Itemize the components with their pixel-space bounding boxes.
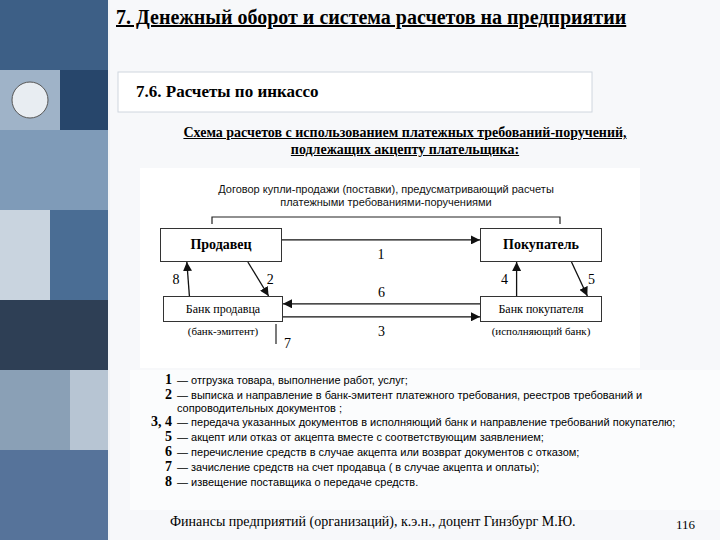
box-frame: Покупатель [480,228,602,262]
box-subtitle-row: (банк-эмитент) [163,324,283,338]
step-description: — акцепт или отказ от акцепта вместе с с… [177,431,710,444]
label-holder: 7.6. Расчеты по инкассо [136,82,319,102]
collage-photo [0,70,60,130]
flow-arrow [248,262,269,296]
box-subtitle-row: (исполняющий банк) [480,324,602,338]
content-panel [110,0,720,540]
callout-number: 5 [588,272,595,287]
label-holder: Схема расчетов с использованием платежны… [145,124,665,158]
note-row: 2 — выписка и направление в банк-эмитент … [136,387,710,414]
callout-number: 1 [378,247,385,262]
step-description: — отгрузка товара, выполнение работ, усл… [177,374,710,387]
flow-arrow [283,316,480,317]
collage-photo [70,370,108,450]
diagram-panel [140,168,640,368]
step-number: 3, 4 [136,414,172,429]
box-title: Покупатель [503,237,579,252]
step-description: — зачисление средств на счет продавца ( … [177,461,710,474]
flow-arrow [187,262,190,296]
step-number: 7 [136,459,172,474]
contract-bracket [212,217,560,224]
collage-photo [0,370,70,450]
scheme-heading: Схема расчетов с использованием платежны… [145,124,665,158]
callout-number: 8 [173,272,180,287]
callout-number: 7 [284,336,291,352]
notes-panel [130,370,720,510]
bank-box: Банк продавца (банк-эмитент) [163,296,283,338]
note-row: 6 — перечисление средств в случае акцепта… [136,444,710,459]
edge-label-holder: 6 [378,283,385,301]
collage-photo [60,70,108,130]
box-title: Банк покупателя [498,302,583,316]
box-title: Продавец [190,237,251,252]
collage-photo [0,0,108,70]
step-description: — перечисление средств в случае акцепта … [177,446,710,459]
note-row: 8 — извещение поставщика о передаче средс… [136,474,710,489]
label-holder: 116 [676,517,695,533]
label-holder: 7 [284,336,291,352]
step-description: — извещение поставщика о передаче средст… [177,476,710,489]
callout-number: 2 [267,272,274,287]
note-row: 5 — акцепт или отказ от акцепта вместе с … [136,429,710,444]
step-number: 8 [136,474,172,489]
step-description: — передача указанных документов в исполн… [177,416,710,429]
flow-arrow [516,262,517,296]
page-number: 116 [676,517,695,533]
label-holder: Финансы предприятий (организаций), к.э.н… [170,514,576,530]
callout-number: 4 [501,272,508,287]
box-subtitle: (банк-эмитент) [188,324,259,338]
note-row: 7 — зачисление средств на счет продавца (… [136,459,710,474]
title-holder: 7. Денежный оборот и система расчетов на… [116,6,626,29]
box-frame: Банк продавца [163,296,283,322]
collage-photo [0,300,108,370]
step-number: 6 [136,444,172,459]
note-row: 3, 4 — передача указанных документов в ис… [136,414,710,429]
edge-label-holder: 5 [588,270,595,288]
edge-label-holder: 8 [173,270,180,288]
box-frame: Продавец [160,228,282,262]
clock-icon [12,82,48,118]
flow-arrow [572,262,588,296]
edge-label-holder: 3 [378,322,385,340]
note-row: 1 — отгрузка товара, выполнение работ, ус… [136,372,710,387]
step-number: 2 [136,387,172,402]
edge-label-holder: 2 [267,270,274,288]
collage-photo [0,450,108,540]
box-subtitle: (исполняющий банк) [492,324,591,338]
notes-list: 1 — отгрузка товара, выполнение работ, ус… [136,372,710,489]
step-description: — выписка и направление в банк-эмитент п… [177,389,710,414]
callout-number: 6 [378,285,385,300]
callout-number: 3 [378,324,385,339]
subtitle: 7.6. Расчеты по инкассо [136,82,319,102]
collage-photo [0,130,108,210]
box-frame: Банк покупателя [480,296,602,322]
footer-text: Финансы предприятий (организаций), к.э.н… [170,514,576,530]
party-box: Продавец [160,228,282,262]
subtitle-band [118,72,592,112]
contract-label: Договор купли-продажи (поставки), предус… [206,183,566,209]
leader-line [275,324,276,344]
flow-arrow [282,239,480,240]
edge-label-holder: 4 [501,270,508,288]
flow-arrow [283,303,480,304]
label-holder: Договор купли-продажи (поставки), предус… [206,183,566,209]
collage-photo [50,210,108,300]
step-number: 1 [136,372,172,387]
step-number: 5 [136,429,172,444]
bank-box: Банк покупателя (исполняющий банк) [480,296,602,338]
box-title: Банк продавца [186,302,260,316]
party-box: Покупатель [480,228,602,262]
slide-title: 7. Денежный оборот и система расчетов на… [116,6,626,29]
collage-photo [0,210,50,300]
edge-label-holder: 1 [378,245,385,263]
